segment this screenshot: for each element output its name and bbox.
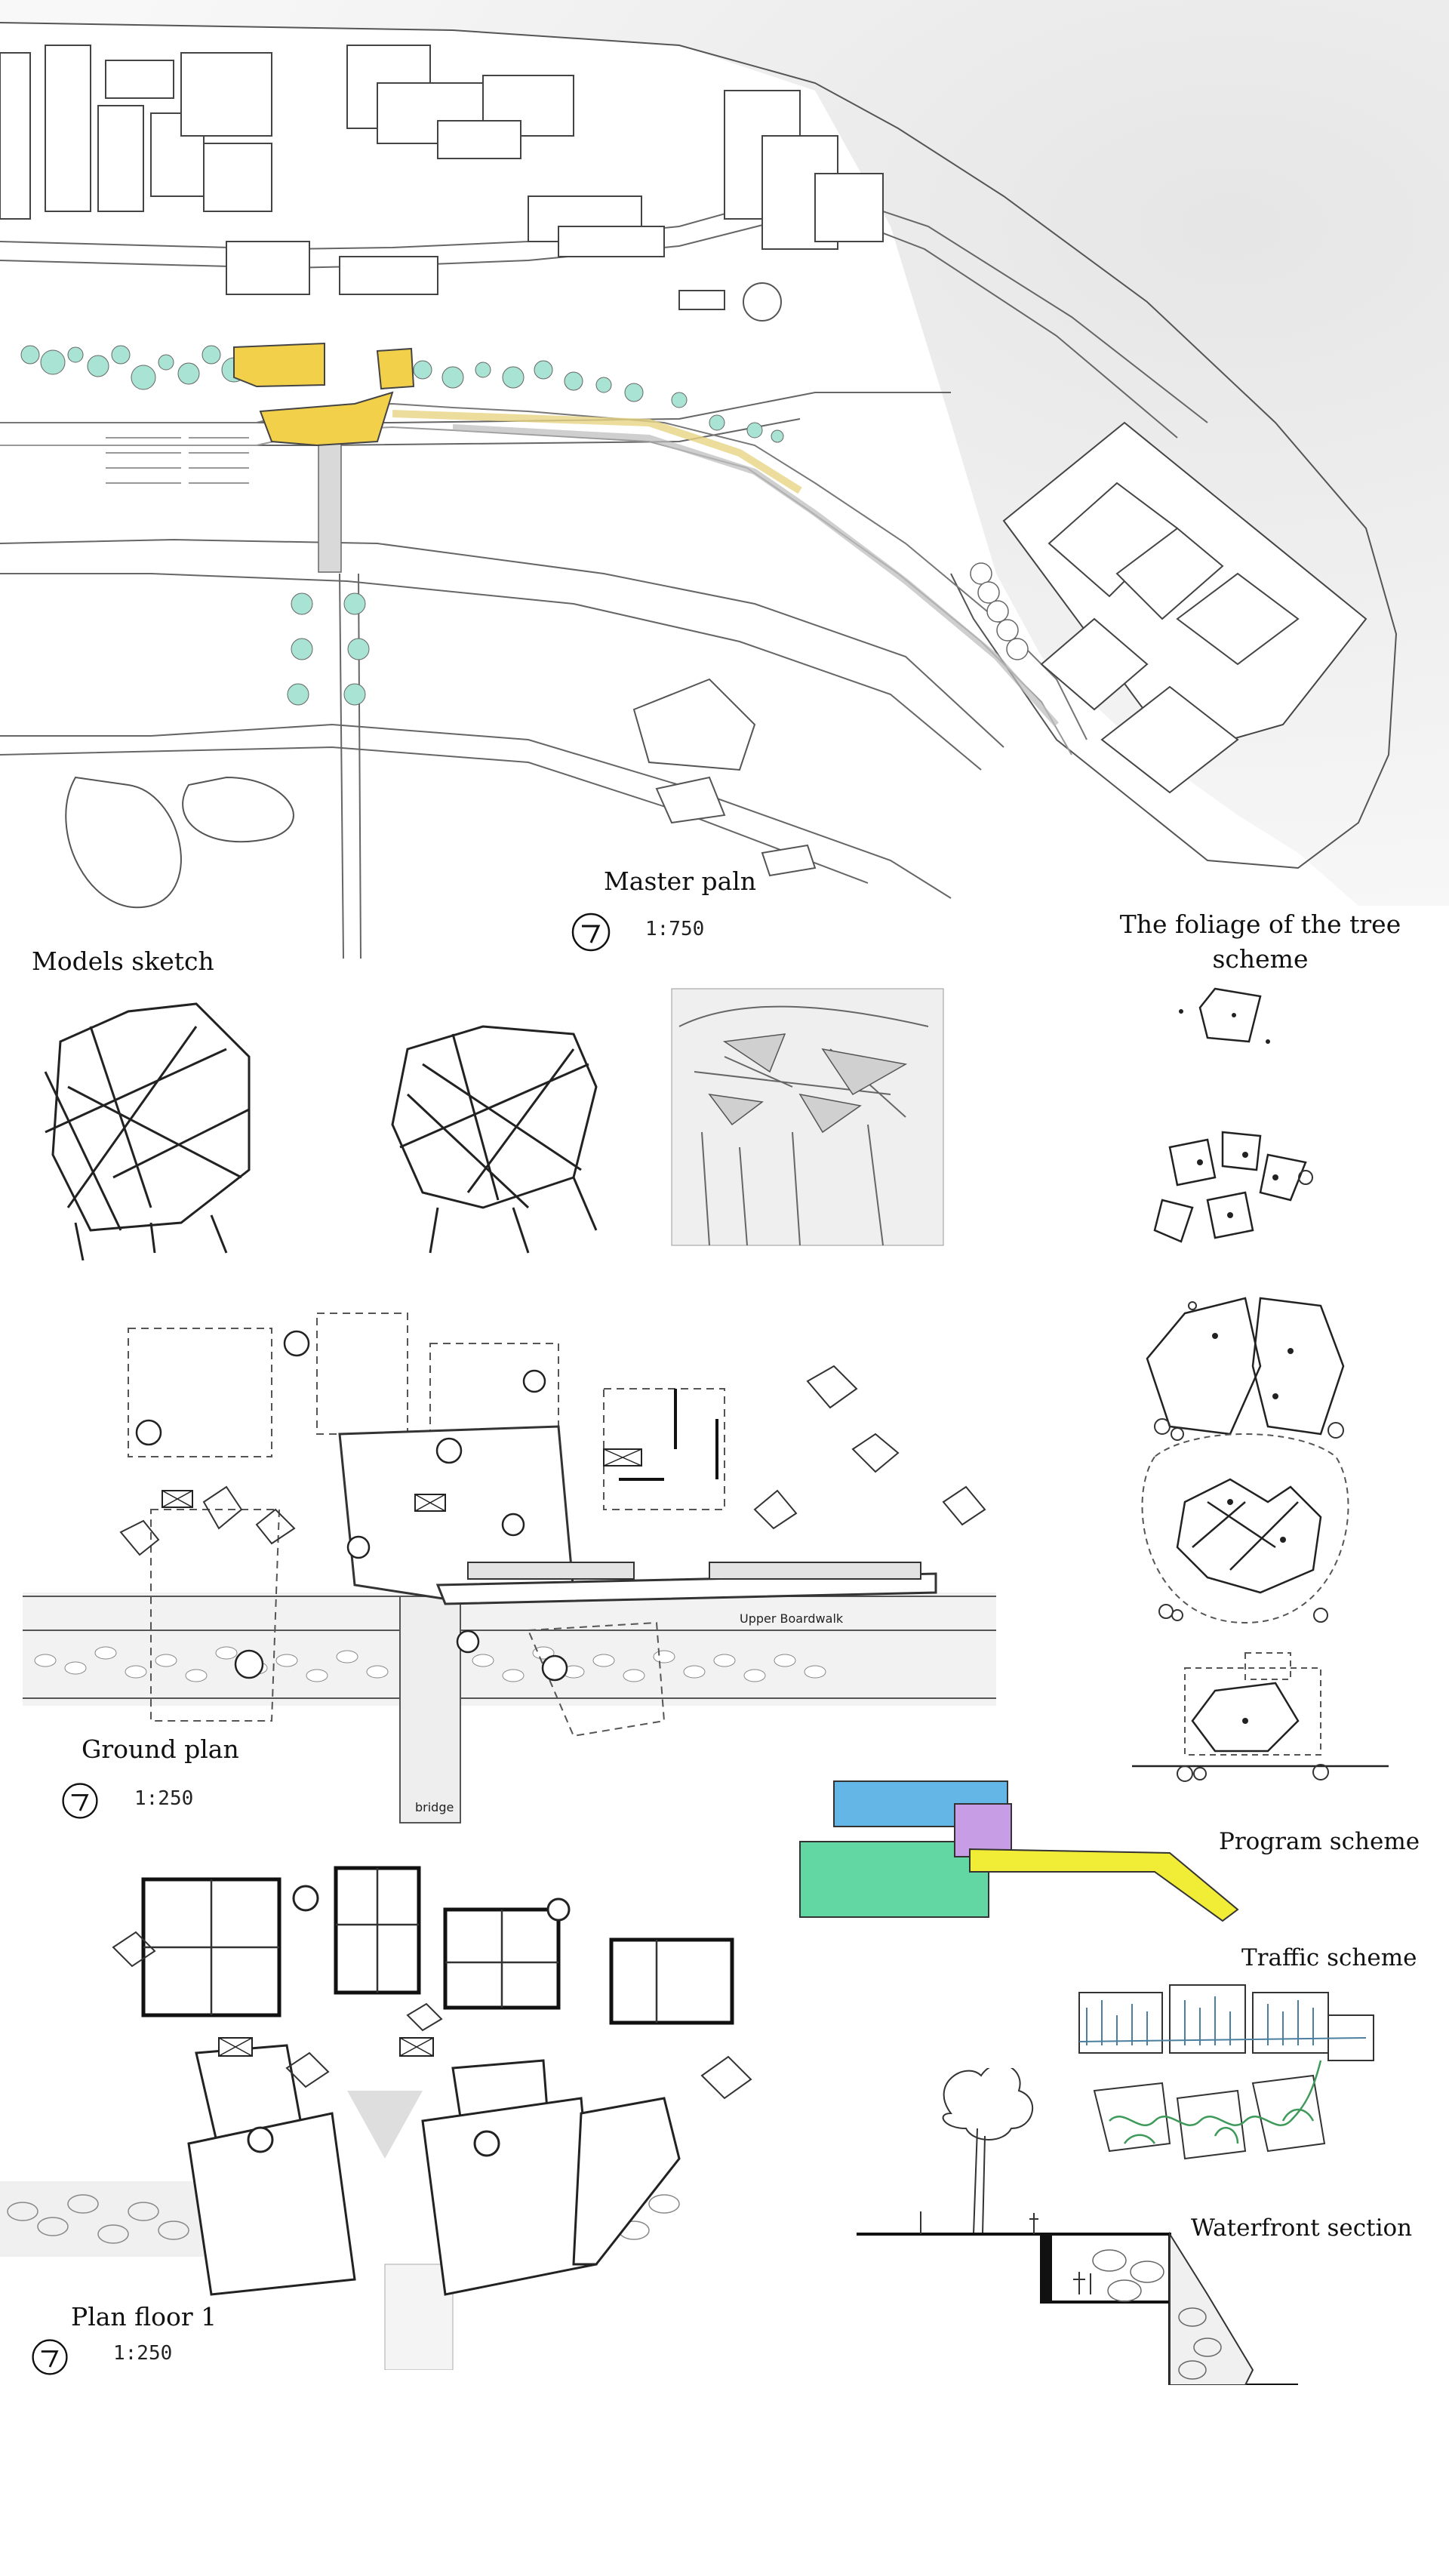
bridge-label: bridge bbox=[415, 1800, 454, 1814]
program-scheme-diagram bbox=[799, 1780, 1239, 1922]
plan-floor-scale: 1:250 bbox=[113, 2342, 173, 2365]
plan-floor-title: Plan floor 1 bbox=[71, 2302, 217, 2331]
traffic-scheme-diagram bbox=[1078, 1984, 1374, 2160]
program-scheme-title: Program scheme bbox=[1219, 1828, 1420, 1855]
ground-plan-title: Ground plan bbox=[82, 1734, 239, 1764]
plan-floor-drawing bbox=[0, 1866, 752, 2370]
models-sketches bbox=[44, 988, 944, 1260]
foliage-title-line2: scheme bbox=[1212, 944, 1309, 974]
models-sketch-title: Models sketch bbox=[32, 946, 214, 976]
ground-plan-drawing: Upper Boardwalk bridge bbox=[23, 1313, 996, 1824]
foliage-scheme bbox=[1132, 987, 1389, 1782]
north-arrow-icon bbox=[62, 1783, 98, 1819]
master-plan: Master paln 1:750 bbox=[0, 0, 1449, 959]
foliage-title: The foliage of the tree scheme bbox=[1109, 907, 1411, 977]
waterfront-section-title: Waterfront section bbox=[1191, 2214, 1413, 2242]
waterfront-section-drawing bbox=[857, 2068, 1298, 2385]
ground-plan-scale: 1:250 bbox=[134, 1787, 194, 1810]
master-plan-drawing bbox=[0, 0, 1449, 959]
north-arrow-icon bbox=[571, 913, 611, 952]
master-plan-scale: 1:750 bbox=[645, 918, 705, 940]
master-plan-title: Master paln bbox=[604, 866, 757, 896]
upper-boardwalk-label: Upper Boardwalk bbox=[740, 1611, 844, 1626]
traffic-scheme-title: Traffic scheme bbox=[1241, 1944, 1417, 1971]
foliage-title-line1: The foliage of the tree bbox=[1119, 909, 1401, 939]
north-arrow-icon bbox=[32, 2339, 68, 2375]
